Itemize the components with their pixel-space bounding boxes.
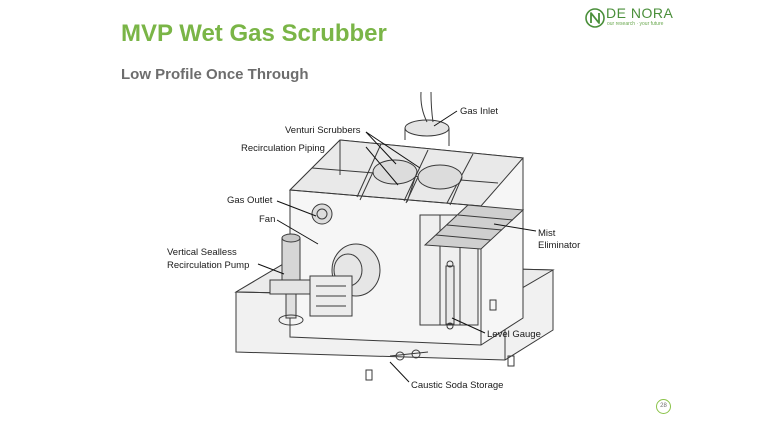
label-recirculation-piping: Recirculation Piping xyxy=(241,143,325,154)
level-gauge xyxy=(445,260,455,330)
caustic-valves xyxy=(365,299,515,381)
label-gas-inlet: Gas Inlet xyxy=(460,106,498,117)
label-mist-line1: Mist xyxy=(538,228,556,239)
logo-name: DE NORA xyxy=(606,5,674,21)
label-venturi-scrubbers: Venturi Scrubbers xyxy=(285,125,361,136)
label-fan: Fan xyxy=(259,214,275,225)
page-number: 28 xyxy=(656,399,671,414)
label-caustic-soda-storage: Caustic Soda Storage xyxy=(411,380,503,391)
label-pump-line1: Vertical Sealless xyxy=(167,247,237,258)
label-pump-line2: Recirculation Pump xyxy=(167,260,249,271)
label-mist-line2: Eliminator xyxy=(538,240,580,251)
fan xyxy=(309,243,381,317)
label-gas-outlet: Gas Outlet xyxy=(227,195,273,206)
recirculation-pump xyxy=(269,233,311,326)
logo-mark-icon xyxy=(585,8,605,28)
mist-eliminator xyxy=(423,204,525,250)
leader-lines xyxy=(257,110,537,383)
gas-outlet xyxy=(311,203,333,225)
slide-subtitle: Low Profile Once Through xyxy=(121,66,309,83)
de-nora-logo: DE NORA our research · your future xyxy=(585,4,685,32)
slide-title: MVP Wet Gas Scrubber xyxy=(121,20,387,47)
logo-tagline: our research · your future xyxy=(607,21,664,27)
label-level-gauge: Level Gauge xyxy=(487,329,541,340)
gas-inlet xyxy=(404,91,450,146)
venturi-scrubbers xyxy=(359,159,463,206)
